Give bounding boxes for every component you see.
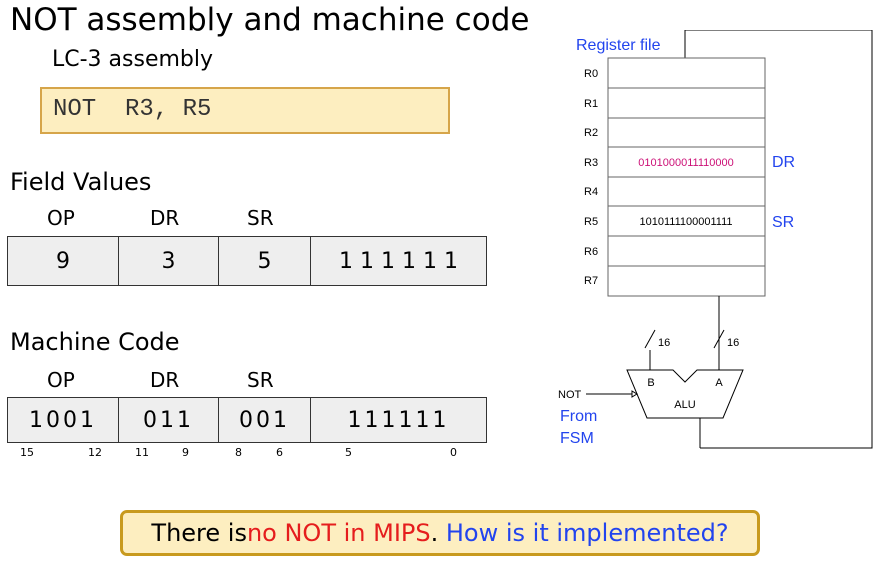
- field-values-label: Field Values: [10, 168, 152, 196]
- machine-cell-imm: 111111: [347, 407, 450, 433]
- register-name: R4: [584, 186, 598, 198]
- field-cell-dr: 3: [119, 237, 219, 285]
- alu-shape: [626, 369, 744, 419]
- alu-input-b: B: [647, 377, 654, 389]
- machine-header-dr: DR: [150, 368, 180, 392]
- machine-header-sr: SR: [247, 368, 274, 392]
- bit-number: 9: [182, 446, 189, 459]
- question-part3: .: [430, 519, 446, 547]
- from-fsm-line2: FSM: [560, 430, 594, 447]
- machine-cell-sr: 001: [219, 398, 311, 442]
- question-box: [120, 510, 760, 556]
- field-header-sr: SR: [247, 206, 274, 230]
- bit-number: 6: [276, 446, 283, 459]
- register-name: R7: [584, 275, 598, 287]
- assembly-label: LC-3 assembly: [52, 47, 214, 72]
- bus-width-a: 16: [727, 337, 739, 349]
- register-value-r3: 0101000011110000: [638, 157, 733, 169]
- bit-number: 5: [345, 446, 352, 459]
- machine-header-op: OP: [47, 368, 75, 392]
- question-highlight-red: no NOT in MIPS: [246, 519, 431, 547]
- register-file-diagram: Register file R0 R1 R2 R3 R4 R5 R6 R7 01…: [558, 30, 873, 449]
- register-name: R3: [584, 157, 598, 169]
- slide-title: NOT assembly and machine code: [10, 2, 530, 38]
- bus-width-b: 16: [658, 337, 670, 349]
- field-cell-sr: 5: [219, 237, 311, 285]
- bus-slash-icon: [713, 329, 725, 349]
- register-stack: [607, 57, 766, 297]
- field-header-dr: DR: [150, 206, 180, 230]
- register-name: R0: [584, 68, 598, 80]
- not-signal-arrow-icon: [631, 390, 638, 398]
- question-text: There is no NOT in MIPS . How is it impl…: [120, 510, 760, 556]
- field-values-row: 9 3 5 1 1 1 1 1 1: [7, 236, 487, 286]
- register-file-label: Register file: [576, 37, 661, 54]
- not-signal-label: NOT: [558, 389, 582, 401]
- dr-tag: DR: [772, 154, 795, 171]
- assembly-code: NOT R3, R5: [53, 96, 212, 123]
- machine-code-label: Machine Code: [10, 328, 180, 356]
- question-part1: There is: [151, 519, 247, 547]
- register-name: R6: [584, 246, 598, 258]
- bus-slash-icon: [644, 329, 656, 349]
- bit-number: 15: [20, 446, 34, 459]
- sr-tag: SR: [772, 214, 794, 231]
- register-name: R2: [584, 127, 598, 139]
- machine-cell-dr: 011: [119, 398, 219, 442]
- question-highlight-blue: How is it implemented?: [445, 519, 729, 547]
- bit-number: 8: [235, 446, 242, 459]
- field-cell-op: 9: [8, 237, 119, 285]
- from-fsm-line1: From: [560, 408, 597, 425]
- register-name: R1: [584, 98, 598, 110]
- machine-code-row: 1001 011 001 111111: [7, 397, 487, 443]
- bit-number: 11: [135, 446, 149, 459]
- alu-input-a: A: [715, 377, 723, 389]
- register-name: R5: [584, 216, 598, 228]
- bit-number: 12: [88, 446, 102, 459]
- register-value-r5: 1010111100001111: [640, 216, 733, 228]
- field-cell-imm: 1 1 1 1 1 1: [339, 248, 458, 274]
- assembly-box: [40, 87, 450, 134]
- bit-number: 0: [450, 446, 457, 459]
- field-header-op: OP: [47, 206, 75, 230]
- alu-label: ALU: [674, 399, 695, 411]
- machine-cell-op: 1001: [8, 398, 119, 442]
